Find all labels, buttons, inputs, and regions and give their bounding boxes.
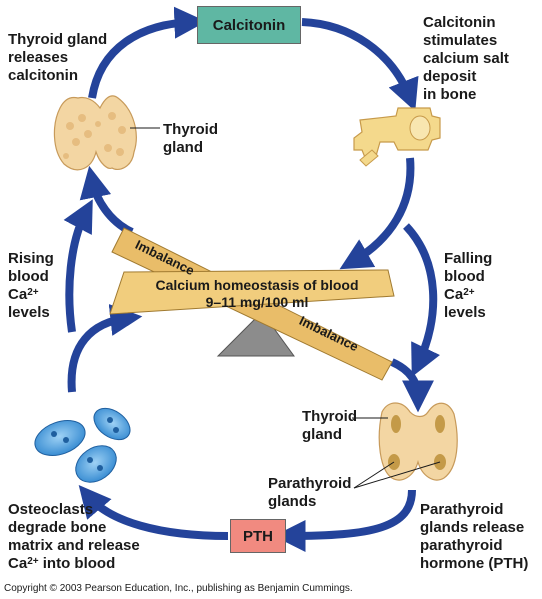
thyroid-gland-top-line-2: gland — [163, 139, 203, 156]
osteoclasts-ca-superscript: 2+ — [27, 556, 39, 567]
parathyroid-release-line-1: Parathyroid — [420, 501, 504, 518]
homeostasis-line-2: 9–11 mg/100 ml — [205, 294, 309, 310]
calcitonin-stimulates-line-2: stimulates — [423, 32, 498, 49]
arrow-bone-to-balance — [339, 157, 415, 270]
thyroid-releases-line-2: releases — [8, 49, 69, 66]
calcitonin-stimulates-line-5: in bone — [423, 86, 477, 103]
thyroid-gland-top-label: Thyroid gland — [163, 121, 218, 157]
parathyroid-release-label: Parathyroid glands release parathyroid h… — [420, 501, 528, 573]
thyroid-gland-bottom-label: Thyroid gland — [302, 408, 357, 444]
arrow-calcitonin-to-bone — [301, 18, 419, 112]
parathyroid-release-line-2: glands release — [420, 519, 525, 536]
osteoclasts-into-blood-text: into blood — [38, 555, 116, 572]
calcitonin-stimulates-line-1: Calcitonin — [423, 14, 496, 31]
osteoclasts-line-3: matrix and release — [8, 537, 140, 554]
parathyroid-glands-line-2: glands — [268, 493, 317, 510]
calcitonin-box: Calcitonin — [197, 6, 301, 44]
homeostasis-label: Calcium homeostasis of blood 9–11 mg/100… — [126, 277, 388, 311]
osteoclasts-line-2: degrade bone — [8, 519, 107, 536]
thyroid-releases-line-3: calcitonin — [8, 67, 79, 84]
falling-ca-text: Ca — [444, 286, 464, 303]
parathyroid-release-line-4: hormone (PTH) — [420, 555, 529, 572]
rising-line-2: blood — [8, 268, 49, 285]
osteoclasts-line-4: Ca2+ into blood — [8, 555, 140, 573]
thyroid-releases-line-1: Thyroid gland — [8, 31, 108, 48]
calcitonin-stimulates-label: Calcitonin stimulates calcium salt depos… — [423, 14, 509, 104]
thyroid-gland-bottom-line-2: gland — [302, 426, 342, 443]
parathyroid-illustration — [352, 402, 458, 489]
parathyroid-glands-line-1: Parathyroid — [268, 475, 352, 492]
arrow-falling-levels — [403, 223, 441, 377]
falling-line-2: blood — [444, 268, 485, 285]
falling-line-3: Ca2+ — [444, 286, 492, 304]
osteoclasts-label: Osteoclasts degrade bone matrix and rele… — [8, 501, 140, 573]
bone-illustration — [353, 107, 441, 167]
parathyroid-release-line-3: parathyroid — [420, 537, 503, 554]
falling-ca-superscript: 2+ — [463, 287, 475, 298]
arrow-imbalance-to-parathyroid — [390, 358, 434, 413]
homeostasis-line-1: Calcium homeostasis of blood — [155, 277, 359, 293]
rising-ca-superscript: 2+ — [27, 287, 39, 298]
thyroid-gland-top-line-1: Thyroid — [163, 121, 218, 138]
arrow-balance-to-thyroid — [79, 165, 134, 236]
rising-line-3: Ca2+ — [8, 286, 54, 304]
calcitonin-stimulates-line-4: deposit — [423, 68, 477, 85]
thyroid-releases-label: Thyroid gland releases calcitonin — [8, 31, 107, 85]
arrow-parathyroid-to-pth — [273, 489, 416, 552]
osteoclasts-line-1: Osteoclasts — [8, 501, 94, 518]
arrow-pth-to-osteoclasts — [78, 485, 229, 540]
calcitonin-stimulates-line-3: calcium salt — [423, 50, 509, 67]
calcitonin-box-label: Calcitonin — [212, 16, 286, 34]
falling-line-4: levels — [444, 304, 486, 321]
falling-levels-label: Falling blood Ca2+ levels — [444, 250, 492, 322]
thyroid-gland-illustration — [53, 95, 160, 171]
arrow-osteoclasts-to-balance — [67, 304, 143, 393]
osteoclasts-ca-text: Ca — [8, 555, 28, 572]
falling-line-1: Falling — [444, 250, 493, 267]
pth-box: PTH — [230, 519, 286, 553]
arrow-rising-levels — [63, 199, 93, 333]
rising-levels-label: Rising blood Ca2+ levels — [8, 250, 54, 322]
parathyroid-glands-label: Parathyroid glands — [268, 475, 351, 511]
pth-box-label: PTH — [243, 527, 273, 545]
rising-line-4: levels — [8, 304, 50, 321]
rising-ca-text: Ca — [8, 286, 28, 303]
copyright-notice: Copyright © 2003 Pearson Education, Inc.… — [4, 583, 353, 594]
arrow-thyroid-to-calcitonin — [88, 6, 207, 99]
rising-line-1: Rising — [8, 250, 54, 267]
thyroid-gland-bottom-line-1: Thyroid — [302, 408, 357, 425]
osteoclasts-illustration — [34, 407, 131, 483]
seesaw — [109, 227, 395, 381]
